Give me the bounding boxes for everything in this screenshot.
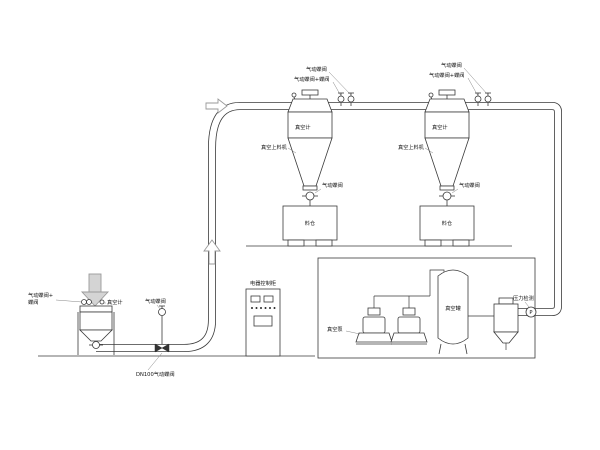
receiver-a-gauge-label: 真空计 [295,123,311,131]
receiver-a: 真空计 真空上料机 气动蝶阀 料仓 气动蝶阀 气动蝶阀+蝶阀 [261,65,355,247]
receiver-a-lid-gauge [291,92,297,98]
vacuum-pump-2 [390,307,428,345]
receiver-b-silo [419,205,475,241]
receiver-b-silo-label: 料仓 [442,219,453,227]
main-line-valve-label: DN100气动蝶阀 [136,370,175,378]
pressure-check-label: 压力检测 [513,294,534,302]
branch-valve-label: 气动蝶阀 [145,297,166,305]
receiver-b-combo-valve-label: 气动蝶阀+蝶阀 [429,71,464,79]
receiver-a-discharge-valve [302,191,318,206]
receiver-a-combo-valve-label: 气动蝶阀+蝶阀 [294,75,329,83]
filter-vessel [493,297,519,344]
pressure-gauge: P 压力检测 [513,294,537,318]
receiver-b-cap [438,89,456,96]
main-line-valve [154,343,170,353]
flow-arrow-right [205,98,228,114]
receiver-b-top-valve-label: 气动蝶阀 [441,61,462,69]
receiver-a-silo [282,205,338,241]
feed-combo-valve-label-1: 气动蝶阀+ [28,291,53,299]
pressure-gauge-letter: P [529,310,532,316]
feed-hopper-body [79,311,113,331]
receiver-b-feeder-label: 真空上料机 [398,143,425,151]
feed-station: 气动蝶阀+ 蝶阀 真空计 气动蝶阀 DN100气动蝶阀 [28,273,175,378]
receiver-a-discharge-label: 气动蝶阀 [322,181,343,189]
receiver-a-cone [287,137,333,187]
receiver-b: 真空计 真空上料机 气动蝶阀 料仓 气动蝶阀 气动蝶阀+蝶阀 [398,61,492,247]
control-cabinet-label: 电器控制柜 [250,279,276,287]
receiver-a-cap [301,89,319,96]
feed-outlet-valve [89,341,103,349]
receiver-b-lid [424,98,470,113]
vacuum-pump-1 [355,307,393,345]
feed-hopper-cone [79,329,113,342]
receiver-b-discharge-label: 气动蝶阀 [459,181,480,189]
vacuum-tank-label: 真空罐 [445,304,461,312]
pump-room: 真空泵 真空罐 P 压力检测 [327,269,537,355]
receiver-b-discharge-valve [439,191,455,206]
receiver-b-gauge-label: 真空计 [432,123,448,131]
feed-combo-valve-label-2: 蝶阀 [28,298,38,306]
feed-gauge-label: 真空计 [107,298,123,306]
receiver-a-top-valves [337,92,355,106]
feed-hopper-gauge [99,299,105,305]
vacuum-tank: 真空罐 [437,269,469,355]
receiver-b-top-valves [474,92,492,106]
main-pipe [96,102,562,352]
receiver-a-lid [287,98,333,113]
vacuum-pump-label: 真空泵 [327,325,343,333]
flow-arrow-up [203,239,221,265]
flow-arrows [203,98,228,265]
receiver-a-body [287,111,333,139]
pump-manifold-pipes [373,269,507,350]
receiver-a-feeder-label: 真空上料机 [261,143,288,151]
feed-hopper-lid [79,305,113,313]
receiver-b-cone [424,137,470,187]
receiver-a-top-valve-label: 气动蝶阀 [306,65,327,73]
branch-valve [158,305,166,344]
receiver-a-silo-label: 料仓 [305,219,316,227]
control-cabinet: 电器控制柜 [245,279,281,357]
receiver-b-lid-gauge [428,92,434,98]
feed-arrow-icon [80,273,110,307]
